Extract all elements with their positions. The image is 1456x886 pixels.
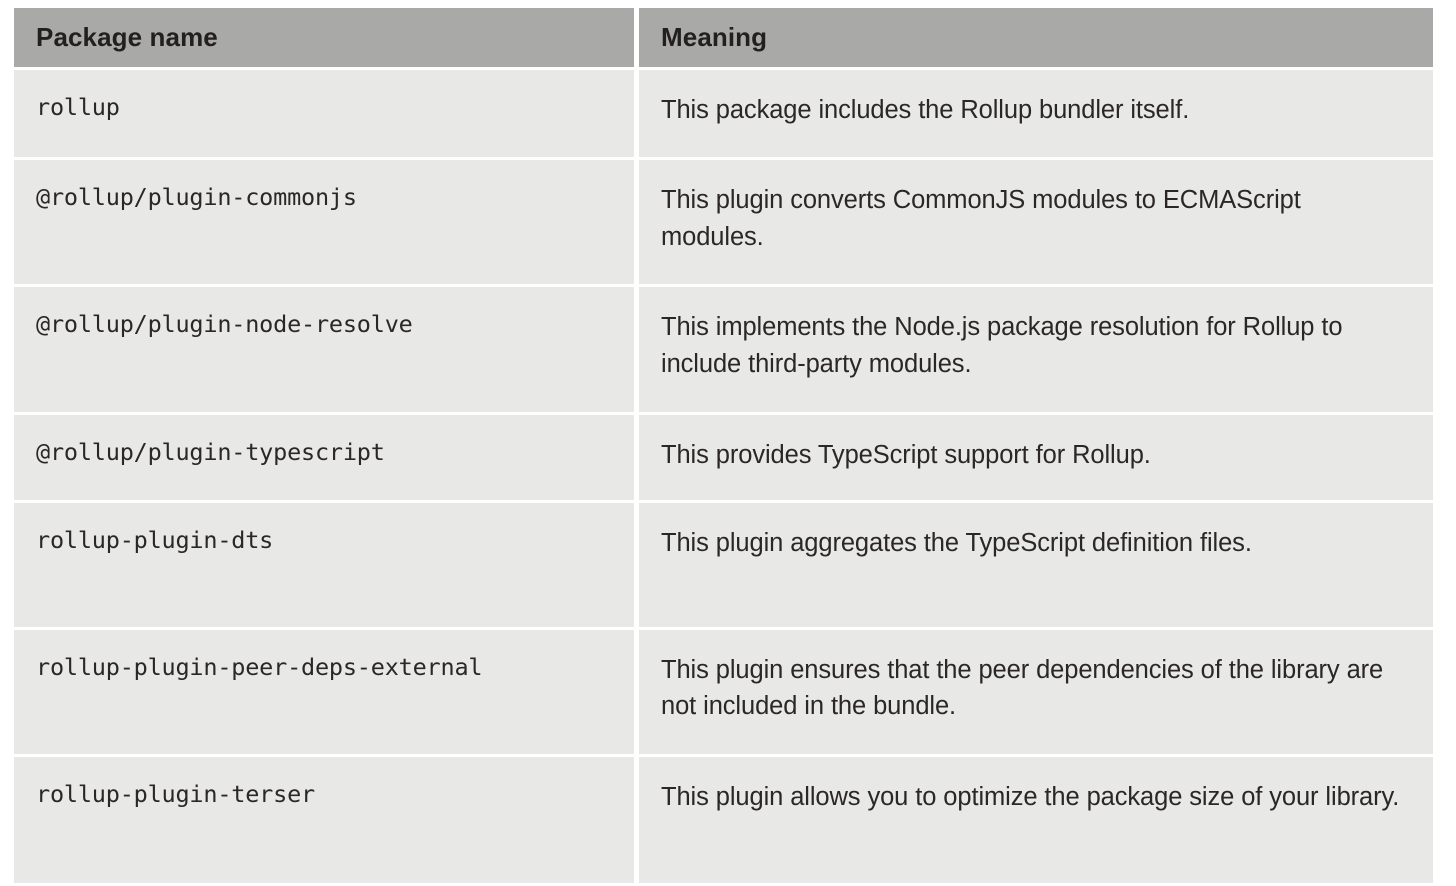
cell-package-name: @rollup/plugin-typescript [14, 415, 634, 500]
table-row: @rollup/plugin-node-resolve This impleme… [14, 287, 1433, 412]
table-row: rollup-plugin-terser This plugin allows … [14, 756, 1433, 883]
cell-package-name: rollup-plugin-peer-deps-external [14, 629, 634, 754]
cell-meaning: This plugin ensures that the peer depend… [639, 629, 1433, 754]
column-header-meaning: Meaning [639, 8, 1433, 67]
table-row: @rollup/plugin-typescript This provides … [14, 415, 1433, 500]
cell-meaning: This plugin aggregates the TypeScript de… [639, 502, 1433, 627]
cell-meaning: This plugin allows you to optimize the p… [639, 756, 1433, 883]
cell-meaning: This plugin converts CommonJS modules to… [639, 160, 1433, 284]
table-row: rollup-plugin-dts This plugin aggregates… [14, 502, 1433, 627]
table-row: rollup This package includes the Rollup … [14, 70, 1433, 157]
table-row: rollup-plugin-peer-deps-external This pl… [14, 629, 1433, 754]
column-header-package-name: Package name [14, 8, 634, 67]
cell-package-name: rollup-plugin-dts [14, 502, 634, 627]
cell-package-name: @rollup/plugin-node-resolve [14, 287, 634, 412]
package-table-container: Package name Meaning rollup This package… [14, 8, 1443, 883]
cell-meaning: This implements the Node.js package reso… [639, 287, 1433, 412]
table-header-row: Package name Meaning [14, 8, 1433, 67]
cell-meaning: This package includes the Rollup bundler… [639, 70, 1433, 157]
cell-package-name: @rollup/plugin-commonjs [14, 160, 634, 284]
cell-package-name: rollup-plugin-terser [14, 756, 634, 883]
table-body: rollup This package includes the Rollup … [14, 70, 1433, 883]
table-header: Package name Meaning [14, 8, 1433, 67]
package-table: Package name Meaning rollup This package… [9, 5, 1438, 886]
cell-package-name: rollup [14, 70, 634, 157]
cell-meaning: This provides TypeScript support for Rol… [639, 415, 1433, 500]
table-row: @rollup/plugin-commonjs This plugin conv… [14, 160, 1433, 284]
